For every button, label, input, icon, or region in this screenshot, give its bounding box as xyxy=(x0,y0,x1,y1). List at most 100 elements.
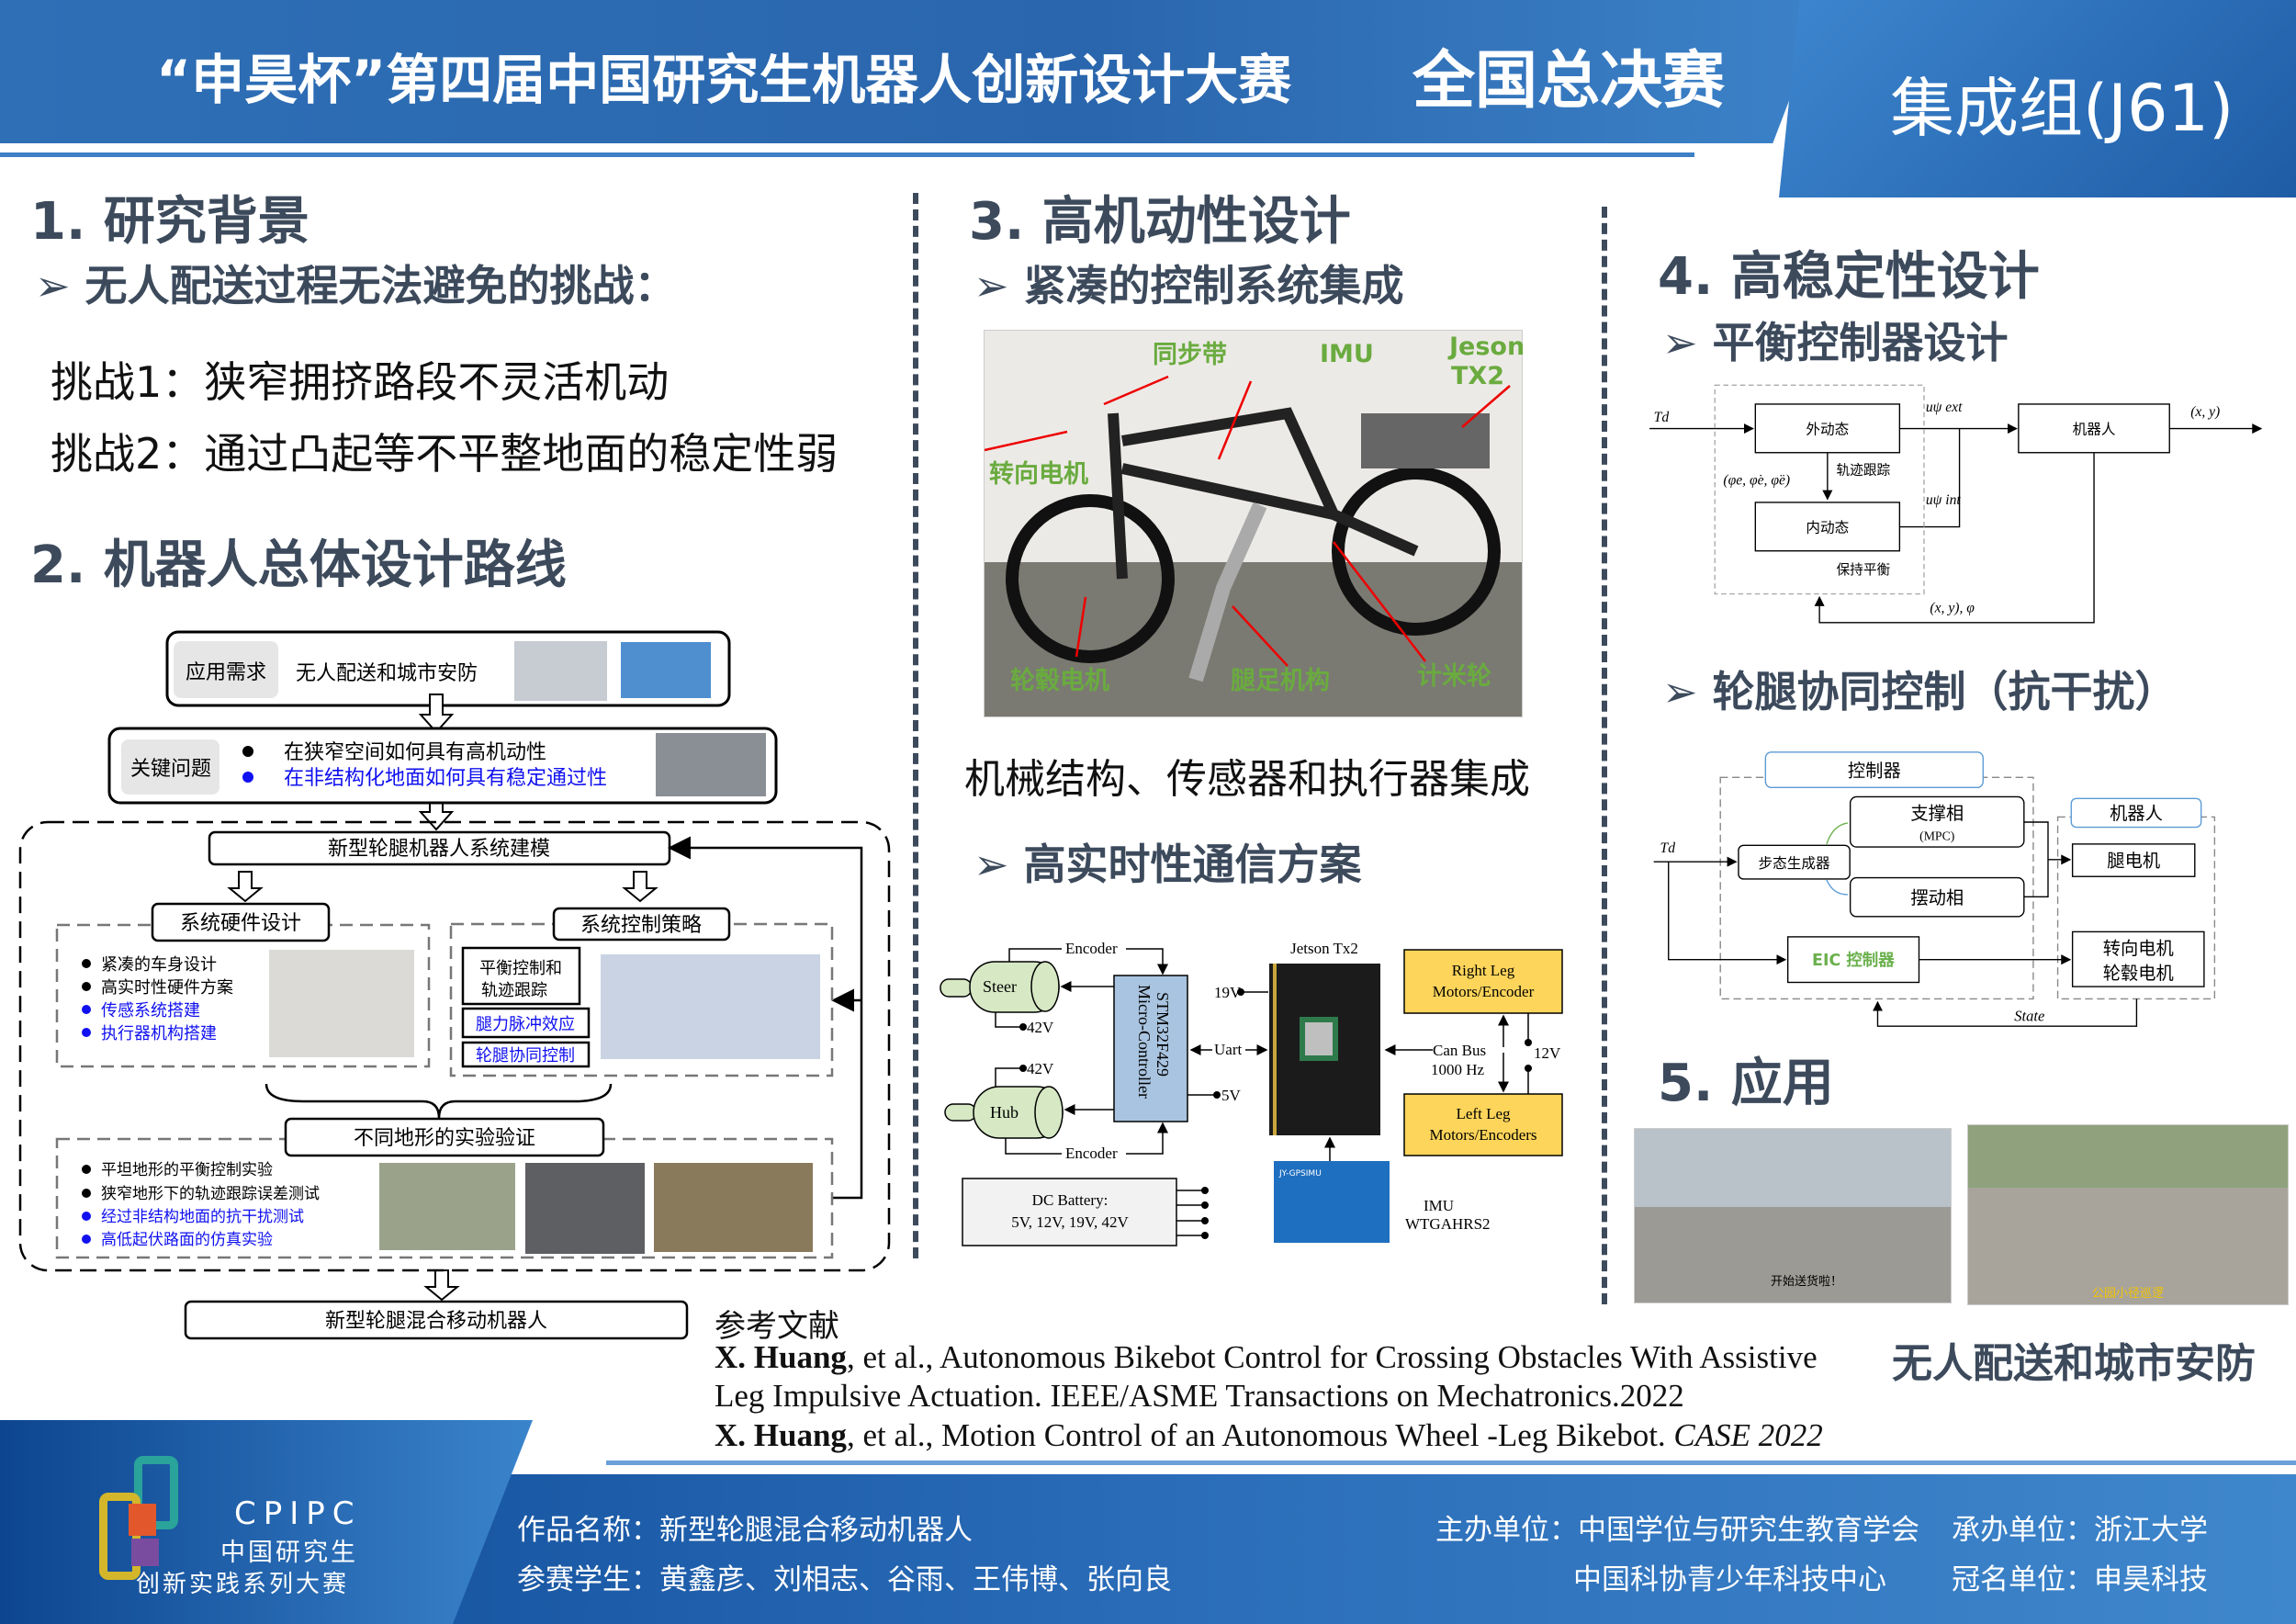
organizer: 承办单位：浙江大学 xyxy=(1952,1514,2208,1547)
group-banner xyxy=(1779,0,2296,197)
left-leg-sub: Motors/Encoders xyxy=(1429,1126,1536,1144)
application-caption: 无人配送和城市安防 xyxy=(1892,1340,2256,1387)
sponsor: 冠名单位：申昊科技 xyxy=(1952,1563,2208,1596)
exp-item: 狭窄地形下的轨迹跟踪误差测试 xyxy=(101,1185,320,1203)
communication-diagram: Steer Hub Encoder Encoder 42V 42V STM32F… xyxy=(940,940,1563,1246)
robot-block: 机器人 xyxy=(2073,422,2116,438)
u-int-label: uψ int xyxy=(1926,492,1962,508)
state-label: State xyxy=(2014,1008,2044,1025)
section5-title: 5. 应用 xyxy=(1658,1054,1834,1113)
traffic-photo xyxy=(656,733,766,796)
hw-item: 紧凑的车身设计 xyxy=(101,955,217,975)
gait-generator: 步态生成器 xyxy=(1759,855,1830,872)
flat-terrain-photo xyxy=(379,1163,515,1250)
key-issue-2: 在非结构化地面如何具有稳定通过性 xyxy=(284,767,607,790)
key-label: 关键问题 xyxy=(130,758,211,781)
simulation-photo xyxy=(654,1163,813,1252)
voltage-19v: 19V xyxy=(1214,984,1242,1001)
exp-item: 平坦地形的平衡控制实验 xyxy=(101,1161,273,1179)
logo-cpipc: CPIPC xyxy=(234,1495,362,1532)
section3-title: 3. 高机动性设计 xyxy=(969,192,1351,252)
header-bar xyxy=(0,0,1828,143)
can-bus-rate: 1000 Hz xyxy=(1431,1061,1485,1078)
work-name: 作品名称：新型轮腿混合移动机器人 xyxy=(517,1514,973,1547)
steer-motor: Steer xyxy=(983,977,1017,996)
outer-dynamics: 外动态 xyxy=(1806,422,1849,438)
battery-label: DC Battery: xyxy=(1032,1191,1109,1209)
hw-item: 执行器机构搭建 xyxy=(101,1024,217,1043)
imu-brand: JY-GPSIMU xyxy=(1278,1169,1322,1179)
column-divider xyxy=(1602,207,1607,1304)
security-camera-photo xyxy=(621,642,711,698)
reference-2: X. Huang, et al., Motion Control of an A… xyxy=(715,1417,1823,1454)
can-bus-label: Can Bus xyxy=(1433,1042,1486,1059)
ctrl-coop: 轮腿协同控制 xyxy=(476,1046,575,1066)
battery-voltages: 5V, 12V, 19V, 42V xyxy=(1011,1213,1129,1231)
patrol-photo: 公园小径巡逻 xyxy=(1967,1124,2289,1305)
right-leg-title: Right Leg xyxy=(1452,962,1515,979)
right-leg-sub: Motors/Encoder xyxy=(1433,983,1535,1000)
control-diagrams: 外动态 内动态 机器人 Td (φe, φ̇e, φ̈e) uψ ext uψ … xyxy=(1649,384,2263,1027)
design-flowchart: 应用需求 无人配送和城市安防 关键问题 在狭窄空间如何具有高机动性 在非结构化地… xyxy=(18,630,891,1340)
mpc-label: (MPC) xyxy=(1919,829,1954,843)
footer-logo-panel xyxy=(0,1420,533,1624)
patrol-photo-caption: 公园小径巡逻 xyxy=(2092,1287,2165,1301)
experiment-label: 不同地形的实验验证 xyxy=(354,1127,535,1150)
hw-item: 传感系统搭建 xyxy=(101,1001,200,1021)
section4-subtitle-1: ➢ 平衡控制器设计 xyxy=(1662,318,2009,367)
encoder-label: Encoder xyxy=(1065,1145,1118,1162)
bike-illustration xyxy=(984,375,1511,682)
section3-subtitle-1: ➢ 紧凑的控制系统集成 xyxy=(974,261,1404,310)
mcu-type: Micro-Controller xyxy=(1135,985,1154,1099)
delivery-photo-caption: 开始送货啦！ xyxy=(1771,1275,1843,1289)
label-leg: 腿足机构 xyxy=(1231,667,1330,695)
hub-motor: Hub xyxy=(990,1103,1019,1122)
steer-motor-block: 转向电机 xyxy=(2103,938,2174,959)
label-jeson: Jeson xyxy=(1449,333,1525,361)
reference-1-cont: Leg Impulsive Actuation. IEEE/ASME Trans… xyxy=(715,1378,1684,1414)
exp-item: 高低起伏路面的仿真实验 xyxy=(101,1231,273,1249)
imu-module xyxy=(1274,1161,1390,1243)
swing-phase: 摆动相 xyxy=(1910,887,1964,908)
narrow-terrain-photo xyxy=(525,1163,645,1254)
section1-subtitle: ➢ 无人配送过程无法避免的挑战： xyxy=(35,261,677,310)
label-hub-motor: 轮毂电机 xyxy=(1010,667,1109,695)
result-box: 新型轮腿混合移动机器人 xyxy=(325,1310,547,1333)
label-tx2: TX2 xyxy=(1451,362,1505,390)
control-diagram-image xyxy=(601,954,820,1059)
eic-controller: EIC 控制器 xyxy=(1812,951,1895,970)
ref-author: X. Huang xyxy=(715,1417,847,1453)
logo-line3: 创新实践系列大赛 xyxy=(136,1571,350,1598)
exp-item: 经过非结构地面的抗干扰测试 xyxy=(101,1208,304,1226)
voltage-12v: 12V xyxy=(1534,1044,1561,1062)
control-strategy-label: 系统控制策略 xyxy=(580,914,702,937)
feedback-label: (x, y), φ xyxy=(1930,600,1975,615)
label-belt: 同步带 xyxy=(1153,341,1227,369)
imu-model: WTGAHRS2 xyxy=(1405,1215,1491,1233)
ctrl-leg-impulse: 腿力脉冲效应 xyxy=(476,1015,575,1034)
ctrl-balance: 平衡控制和 xyxy=(479,959,562,978)
cpipc-logo-icon xyxy=(99,1456,214,1585)
need-text: 无人配送和城市安防 xyxy=(296,662,478,685)
leg-motor: 腿电机 xyxy=(2107,851,2160,872)
voltage-42v: 42V xyxy=(1027,1019,1054,1036)
voltage-42v: 42V xyxy=(1027,1060,1054,1077)
phi-label: (φe, φ̇e, φ̈e) xyxy=(1723,473,1790,489)
ref-text: , et al., Autonomous Bikebot Control for… xyxy=(846,1339,1818,1375)
robot-label: 机器人 xyxy=(2110,803,2163,824)
host-unit-2: 中国科协青少年科技中心 xyxy=(1573,1563,1886,1596)
section3-subtitle-2: ➢ 高实时性通信方案 xyxy=(974,840,1362,889)
delivery-vehicle-photo xyxy=(514,641,607,701)
u-ext-label: uψ ext xyxy=(1926,400,1963,415)
need-label: 应用需求 xyxy=(186,661,266,684)
host-unit: 主办单位：中国学位与研究生教育学会 xyxy=(1435,1514,1919,1547)
column-divider xyxy=(913,193,918,1258)
hub-motor-block: 轮毂电机 xyxy=(2103,963,2174,984)
ref-author: X. Huang xyxy=(715,1339,847,1375)
label-meter-wheel: 计米轮 xyxy=(1417,662,1491,691)
reference-1: X. Huang, et al., Autonomous Bikebot Con… xyxy=(715,1339,1818,1376)
photo-caption: 机械结构、传感器和执行器集成 xyxy=(964,756,1530,803)
delivery-photo: 开始送货啦！ xyxy=(1634,1128,1952,1303)
stage-title: 全国总决赛 xyxy=(1412,45,1726,118)
jetson-label: Jetson Tx2 xyxy=(1290,940,1358,957)
